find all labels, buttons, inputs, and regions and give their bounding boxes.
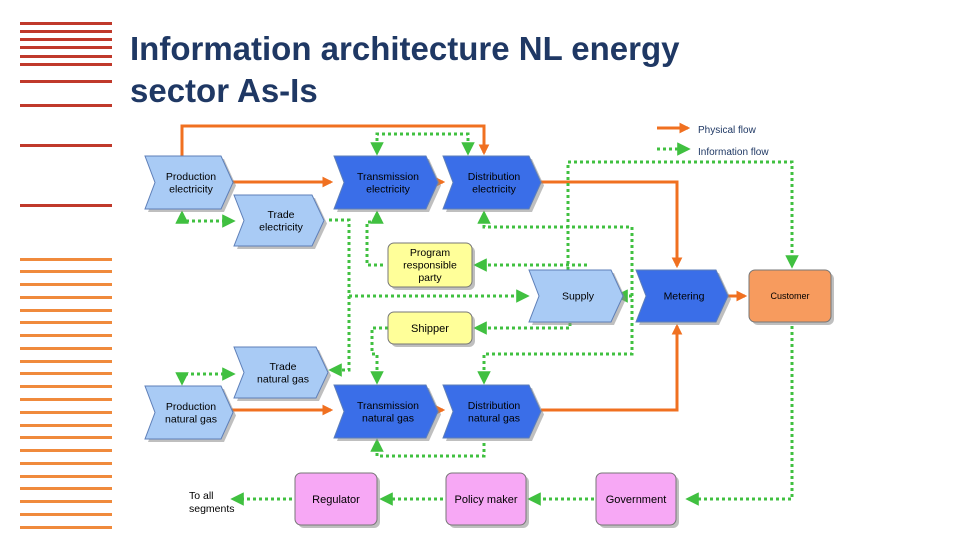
stripe-line xyxy=(20,309,112,312)
stripe-line xyxy=(20,283,112,286)
node-shipper: Shipper xyxy=(387,311,475,347)
stripe-line xyxy=(20,55,112,58)
stripe-line xyxy=(20,436,112,439)
stripe-line xyxy=(20,38,112,41)
info-flow-customer-government xyxy=(685,326,794,506)
title-line-1: Information architecture NL energy xyxy=(130,30,680,67)
node-transmission-electricity-label: Transmission xyxy=(357,171,419,183)
node-trade-natural-gas-label: Trade xyxy=(269,361,296,373)
stripe-line xyxy=(20,321,112,324)
node-distribution-electricity-label: electricity xyxy=(472,183,517,195)
physical-flow-distribution-to-metering xyxy=(541,180,683,269)
info-flow-shipper-transmission-gas xyxy=(370,326,388,385)
stripe-line xyxy=(20,513,112,516)
node-distribution-natural-gas-label: natural gas xyxy=(468,412,520,424)
decorative-stripes xyxy=(20,22,112,529)
stripe-line xyxy=(20,462,112,465)
node-regulator-label: Regulator xyxy=(312,494,360,506)
stripe-line xyxy=(20,63,112,66)
info-flow-trade-gas-supply xyxy=(328,296,351,377)
stripe-line xyxy=(20,30,112,33)
node-production-natural-gas-label: natural gas xyxy=(165,413,217,425)
to-all-segments-label: segments xyxy=(189,503,235,515)
stripe-line xyxy=(20,334,112,337)
stripe-line xyxy=(20,104,112,107)
stripe-line xyxy=(20,144,112,147)
diagram-nodes: ProductionelectricityTradeelectricityTra… xyxy=(144,155,834,528)
stripe-line xyxy=(20,500,112,503)
stripe-line xyxy=(20,347,112,350)
stripe-line xyxy=(20,22,112,25)
node-supply-label: Supply xyxy=(562,291,595,303)
node-regulator: Regulator xyxy=(294,472,380,528)
stripe-line xyxy=(20,449,112,452)
legend-physical-label: Physical flow xyxy=(698,125,757,136)
stripe-line xyxy=(20,424,112,427)
title-line-2: sector As-Is xyxy=(130,72,318,109)
info-flow-production-trade-elec xyxy=(175,210,236,228)
info-flow-production-trade-gas xyxy=(175,367,236,386)
stripe-line xyxy=(20,487,112,490)
node-program-responsible-party-label: party xyxy=(418,272,442,284)
physical-flow-distribution-to-metering-gas xyxy=(541,323,683,412)
stripe-line xyxy=(20,204,112,207)
legend-information-label: Information flow xyxy=(698,147,769,158)
stripe-line xyxy=(20,270,112,273)
node-production-electricity-label: Production xyxy=(166,171,216,183)
node-customer-label: Customer xyxy=(770,291,809,301)
node-production-electricity-label: electricity xyxy=(169,183,214,195)
node-metering: Metering xyxy=(635,269,731,325)
stripe-line xyxy=(20,475,112,478)
node-government: Government xyxy=(595,472,679,528)
node-transmission-electricity-label: electricity xyxy=(366,183,411,195)
page-title: Information architecture NL energy secto… xyxy=(130,28,830,112)
node-program-responsible-party-label: responsible xyxy=(403,260,457,272)
node-trade-electricity-label: Trade xyxy=(267,209,294,221)
info-flow-supply-customer xyxy=(566,160,799,270)
info-flow-to-prp xyxy=(365,220,384,267)
node-production-natural-gas-label: Production xyxy=(166,401,216,413)
stripe-line xyxy=(20,372,112,375)
node-metering-label: Metering xyxy=(664,291,705,303)
stripe-line xyxy=(20,360,112,363)
stripe-line xyxy=(20,258,112,261)
node-trade-natural-gas-label: natural gas xyxy=(257,373,309,385)
node-program-responsible-party-label: Program xyxy=(410,247,451,259)
node-shipper-label: Shipper xyxy=(411,323,449,335)
physical-flow-production-to-distribution xyxy=(180,124,490,156)
node-distribution-natural-gas-label: Distribution xyxy=(468,400,521,412)
stripe-line xyxy=(20,46,112,49)
info-flow-transmission-distribution-elec xyxy=(370,132,475,156)
stripe-line xyxy=(20,398,112,401)
node-transmission-natural-gas-label: natural gas xyxy=(362,412,414,424)
node-distribution-electricity-label: Distribution xyxy=(468,171,521,183)
node-government-label: Government xyxy=(606,494,667,506)
to-all-segments-label: To all xyxy=(189,490,214,502)
stripe-line xyxy=(20,411,112,414)
node-supply: Supply xyxy=(528,269,626,325)
node-transmission-natural-gas-label: Transmission xyxy=(357,400,419,412)
node-customer: Customer xyxy=(748,269,834,325)
stripe-line xyxy=(20,80,112,83)
stripe-line xyxy=(20,526,112,529)
node-trade-electricity-label: electricity xyxy=(259,221,304,233)
stripe-line xyxy=(20,385,112,388)
info-flow-transmission-distribution-gas xyxy=(370,438,486,458)
stripe-line xyxy=(20,296,112,299)
node-policy-maker-label: Policy maker xyxy=(455,494,518,506)
node-policy-maker: Policy maker xyxy=(445,472,529,528)
